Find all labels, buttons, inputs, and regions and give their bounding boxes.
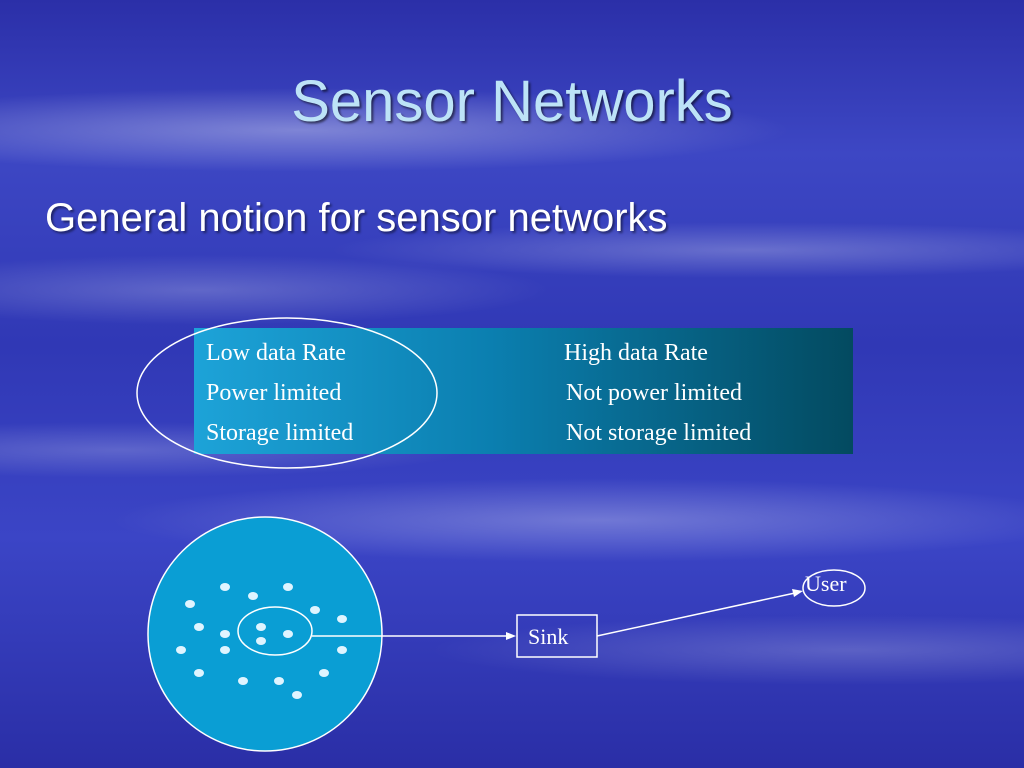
sensor-node bbox=[176, 646, 186, 654]
sink-to-user-arrow bbox=[596, 592, 796, 637]
sensor-node bbox=[194, 669, 204, 677]
comparison-left-item: Storage limited bbox=[206, 420, 354, 446]
cluster-to-sink-arrowhead bbox=[506, 632, 516, 640]
comparison-right-item: Not storage limited bbox=[566, 420, 752, 446]
sensor-nodes bbox=[176, 583, 347, 699]
left-column-highlight-ellipse bbox=[136, 317, 438, 469]
comparison-left-item: Low data Rate bbox=[206, 340, 346, 366]
sensor-node bbox=[274, 677, 284, 685]
sensor-node bbox=[248, 592, 258, 600]
sensor-cluster-ellipse bbox=[237, 606, 313, 656]
sensor-node bbox=[292, 691, 302, 699]
sensor-node bbox=[220, 646, 230, 654]
sensor-node bbox=[220, 630, 230, 638]
sensor-node bbox=[319, 669, 329, 677]
sensor-node bbox=[283, 583, 293, 591]
sink-to-user-arrowhead bbox=[792, 589, 803, 597]
sensor-node bbox=[194, 623, 204, 631]
sensor-node bbox=[256, 637, 266, 645]
sensor-node bbox=[310, 606, 320, 614]
sensor-field bbox=[147, 516, 383, 752]
comparison-left-item: Power limited bbox=[206, 380, 342, 406]
sink-label: Sink bbox=[528, 624, 569, 649]
slide-subtitle: General notion for sensor networks bbox=[45, 196, 668, 240]
sensor-node bbox=[337, 615, 347, 623]
user-label: User bbox=[805, 571, 847, 596]
sensor-node bbox=[283, 630, 293, 638]
user-ellipse bbox=[802, 569, 866, 607]
sensor-node bbox=[185, 600, 195, 608]
comparison-right-item: Not power limited bbox=[566, 380, 742, 406]
slide-title: Sensor Networks bbox=[291, 69, 733, 134]
sensor-node bbox=[220, 583, 230, 591]
sensor-node bbox=[256, 623, 266, 631]
sensor-node bbox=[238, 677, 248, 685]
comparison-box bbox=[194, 328, 853, 454]
sensor-node bbox=[337, 646, 347, 654]
comparison-right-item: High data Rate bbox=[564, 340, 708, 366]
